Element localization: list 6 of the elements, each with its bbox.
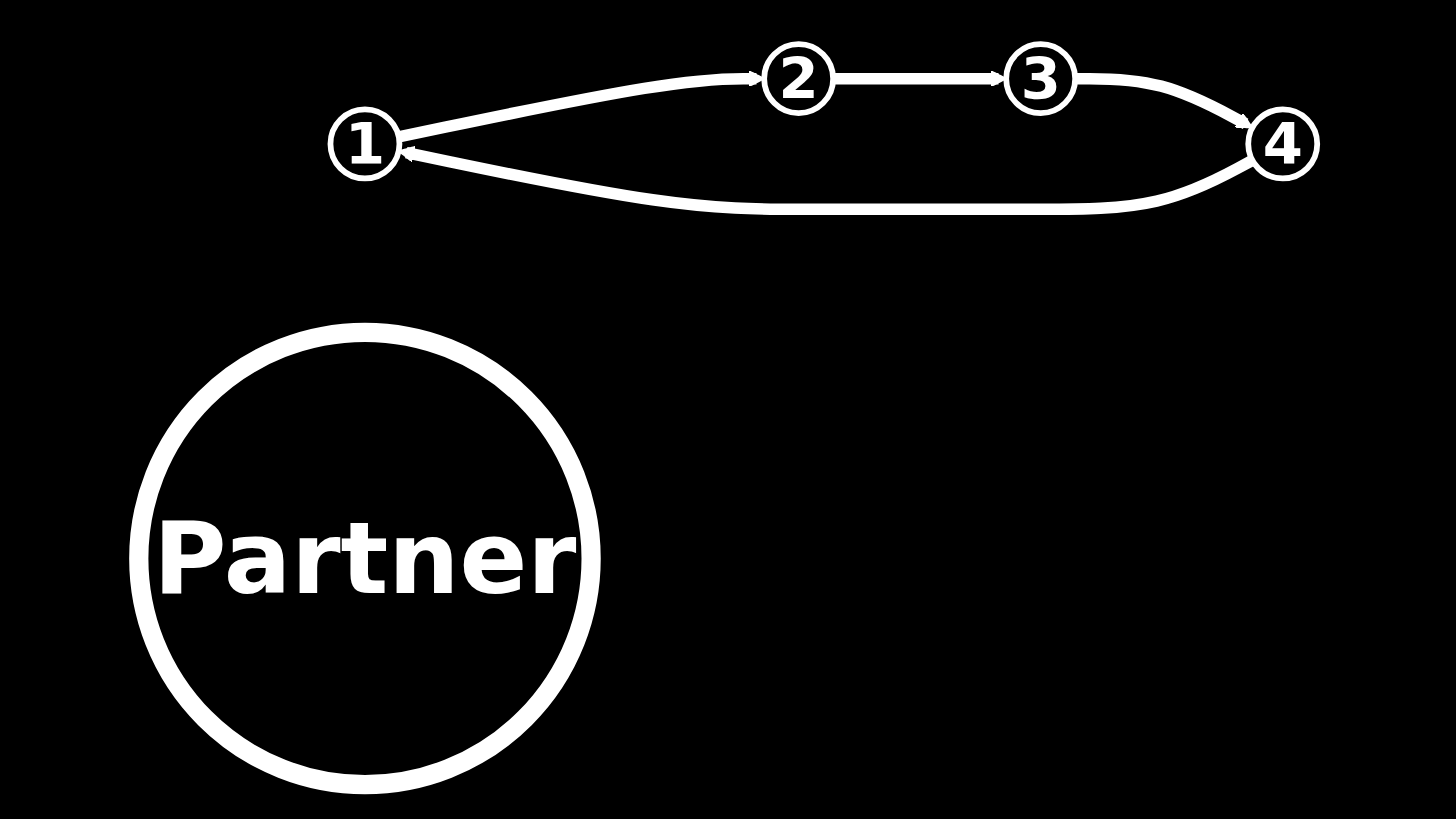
node-circle: Partner <box>129 322 601 794</box>
node-circle: 1 <box>327 106 403 181</box>
node-circle: 4 <box>1245 106 1321 181</box>
arrow <box>1075 72 1254 129</box>
node-circle: 3 <box>1003 40 1079 116</box>
node-circle: 2 <box>761 40 837 116</box>
